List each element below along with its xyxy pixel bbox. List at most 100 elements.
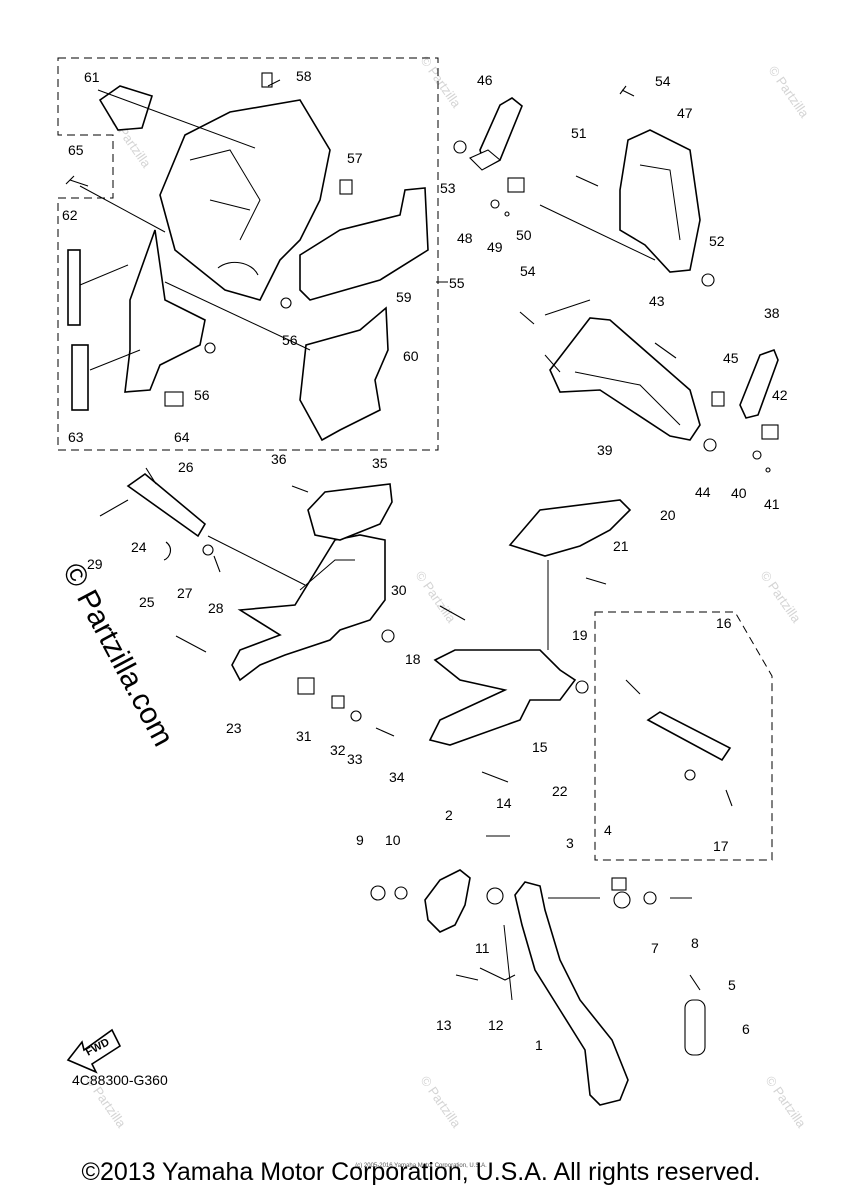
callout-62: 62 bbox=[62, 207, 78, 223]
callout-43: 43 bbox=[649, 293, 665, 309]
callout-65: 65 bbox=[68, 142, 84, 158]
callout-1: 1 bbox=[535, 1037, 543, 1053]
callout-63: 63 bbox=[68, 429, 84, 445]
part-52 bbox=[701, 273, 715, 287]
part-58 bbox=[261, 72, 273, 88]
callout-12: 12 bbox=[488, 1017, 504, 1033]
callout-30: 30 bbox=[391, 582, 407, 598]
callout-9: 9 bbox=[356, 832, 364, 848]
part-61 bbox=[98, 85, 154, 131]
part-19 bbox=[575, 680, 589, 694]
diagram-code: 4C88300-G360 bbox=[72, 1072, 168, 1088]
part-54-mid bbox=[519, 311, 535, 325]
callout-11: 11 bbox=[475, 940, 490, 956]
callout-17: 17 bbox=[713, 838, 729, 854]
callout-34: 34 bbox=[389, 769, 405, 785]
part-29 bbox=[99, 499, 129, 517]
callout-51: 51 bbox=[571, 125, 587, 141]
part-43 bbox=[654, 342, 677, 359]
part-12 bbox=[479, 967, 516, 981]
part-9 bbox=[370, 885, 386, 901]
part-4 bbox=[611, 877, 627, 891]
part-41 bbox=[765, 467, 771, 473]
callout-49: 49 bbox=[487, 239, 503, 255]
part-27 bbox=[202, 544, 214, 556]
watermark-mid-right: © Partzilla bbox=[758, 568, 805, 626]
part-33 bbox=[350, 710, 362, 722]
part-15 bbox=[428, 649, 577, 746]
callout-33: 33 bbox=[347, 751, 363, 767]
watermark-top-mid: © Partzilla bbox=[418, 53, 465, 111]
callout-7: 7 bbox=[651, 940, 659, 956]
part-45 bbox=[711, 391, 725, 407]
callout-32: 32 bbox=[330, 742, 346, 758]
callout-5: 5 bbox=[728, 977, 736, 993]
part-17 bbox=[725, 789, 733, 807]
part-64 bbox=[164, 391, 184, 407]
part-63 bbox=[71, 344, 89, 411]
part-23 bbox=[231, 534, 386, 682]
part-10 bbox=[394, 886, 408, 900]
callout-50: 50 bbox=[516, 227, 532, 243]
callout-58: 58 bbox=[296, 68, 312, 84]
watermark-mid: © Partzilla bbox=[413, 568, 460, 626]
callout-35: 35 bbox=[372, 455, 388, 471]
part-32 bbox=[331, 695, 345, 709]
callout-42: 42 bbox=[772, 387, 788, 403]
part-56-upper bbox=[280, 297, 292, 309]
group-16-box bbox=[594, 611, 773, 861]
bracket-panel bbox=[124, 229, 206, 393]
part-48 bbox=[490, 199, 500, 209]
callout-6: 6 bbox=[742, 1021, 750, 1037]
callouts: 1 2 3 4 5 6 7 8 9 10 11 12 13 14 15 16 1… bbox=[62, 68, 788, 1053]
part-24 bbox=[126, 472, 207, 538]
part-57 bbox=[339, 179, 353, 195]
callout-27: 27 bbox=[177, 585, 193, 601]
callout-56-upper: 56 bbox=[282, 332, 298, 348]
callout-20: 20 bbox=[660, 507, 676, 523]
callout-15: 15 bbox=[532, 739, 548, 755]
callout-10: 10 bbox=[385, 832, 401, 848]
callout-8: 8 bbox=[691, 935, 699, 951]
rider-footrest-group bbox=[453, 85, 779, 473]
callout-54-top: 54 bbox=[655, 73, 671, 89]
callout-61: 61 bbox=[84, 69, 100, 85]
part-35 bbox=[307, 483, 393, 541]
callout-2: 2 bbox=[445, 807, 453, 823]
callout-36: 36 bbox=[271, 451, 287, 467]
callout-38: 38 bbox=[764, 305, 780, 321]
partzilla-watermark: © Partzilla.com bbox=[56, 558, 180, 752]
callout-44: 44 bbox=[695, 484, 711, 500]
part-31 bbox=[297, 677, 315, 695]
watermark-bottom-mid: © Partzilla bbox=[418, 1073, 465, 1131]
part-60 bbox=[299, 306, 389, 442]
part-2 bbox=[424, 869, 471, 933]
part-54-top bbox=[619, 85, 635, 97]
part-56-lower bbox=[204, 342, 216, 354]
watermark-bottom-right: © Partzilla bbox=[763, 1073, 810, 1131]
callout-18: 18 bbox=[405, 651, 421, 667]
callout-52: 52 bbox=[709, 233, 725, 249]
part-65 bbox=[65, 175, 89, 187]
callout-54-mid: 54 bbox=[520, 263, 536, 279]
part-11 bbox=[486, 887, 504, 905]
part-18 bbox=[439, 605, 466, 621]
part-36 bbox=[291, 485, 309, 493]
callout-55: 55 bbox=[449, 275, 465, 291]
callout-3: 3 bbox=[566, 835, 574, 851]
part-53 bbox=[453, 140, 467, 154]
callout-13: 13 bbox=[436, 1017, 452, 1033]
part-59 bbox=[299, 187, 429, 301]
part-5 bbox=[689, 974, 701, 991]
callout-22: 22 bbox=[552, 783, 568, 799]
part-25 bbox=[163, 541, 172, 561]
part-42 bbox=[761, 424, 779, 440]
callout-41: 41 bbox=[764, 496, 780, 512]
callout-16: 16 bbox=[716, 615, 732, 631]
callout-19: 19 bbox=[572, 627, 588, 643]
right-footrest-group bbox=[428, 499, 773, 861]
callout-31: 31 bbox=[296, 728, 312, 744]
callout-24: 24 bbox=[131, 539, 147, 555]
part-50 bbox=[507, 177, 525, 193]
small-copyright-note: (c) 2005-2016 Yamaha Motor Corporation, … bbox=[355, 1163, 487, 1169]
